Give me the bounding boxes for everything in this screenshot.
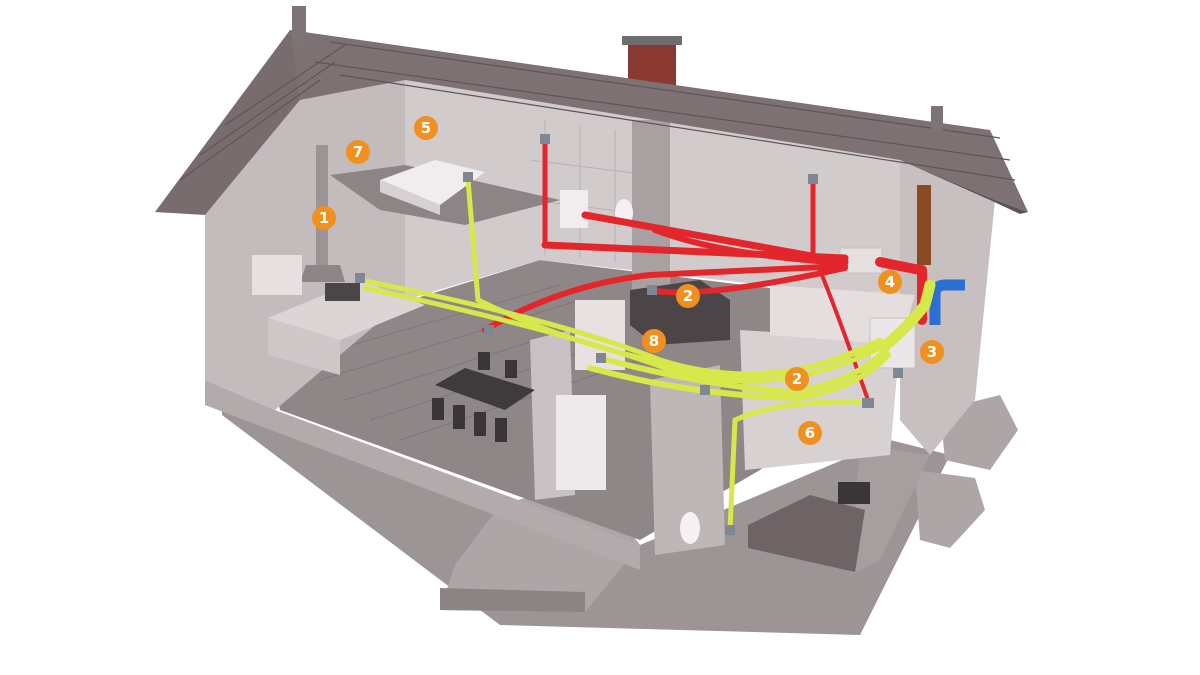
kitchen-hood	[300, 265, 345, 282]
marker-4: 4	[878, 270, 902, 294]
roof-vent-pipe-right	[931, 106, 943, 132]
marker-7: 7	[346, 140, 370, 164]
marker-6: 6	[798, 421, 822, 445]
toilet-downstairs	[680, 512, 700, 544]
marker-2-lower-label: 2	[792, 370, 802, 388]
marker-5: 5	[414, 116, 438, 140]
marker-3-label: 3	[927, 343, 937, 361]
roof-vent-pipe-left	[292, 6, 306, 46]
marker-8-label: 8	[649, 332, 659, 350]
marker-2-upper-label: 2	[683, 287, 693, 305]
marker-2-upper: 2	[676, 284, 700, 308]
kitchen-hood-duct	[316, 145, 328, 265]
marker-4-label: 4	[885, 273, 895, 291]
fridge	[556, 395, 606, 490]
marker-1-label: 1	[319, 209, 329, 227]
bathroom-sink-cabinet	[560, 190, 588, 228]
marker-2-lower: 2	[785, 367, 809, 391]
chimney-cap	[622, 36, 682, 45]
stove	[325, 283, 360, 301]
wall-cabinets	[252, 255, 302, 295]
marker-3: 3	[920, 340, 944, 364]
sauna-stove	[838, 482, 870, 504]
side-steps-lower	[915, 470, 985, 548]
marker-5-label: 5	[421, 119, 431, 137]
marker-1: 1	[312, 206, 336, 230]
entrance-steps-lower	[440, 588, 585, 612]
exhaust-duct-vertical	[917, 185, 931, 265]
marker-6-label: 6	[805, 424, 815, 442]
marker-8: 8	[642, 329, 666, 353]
chimney-shaft	[632, 120, 670, 310]
marker-7-label: 7	[353, 143, 363, 161]
